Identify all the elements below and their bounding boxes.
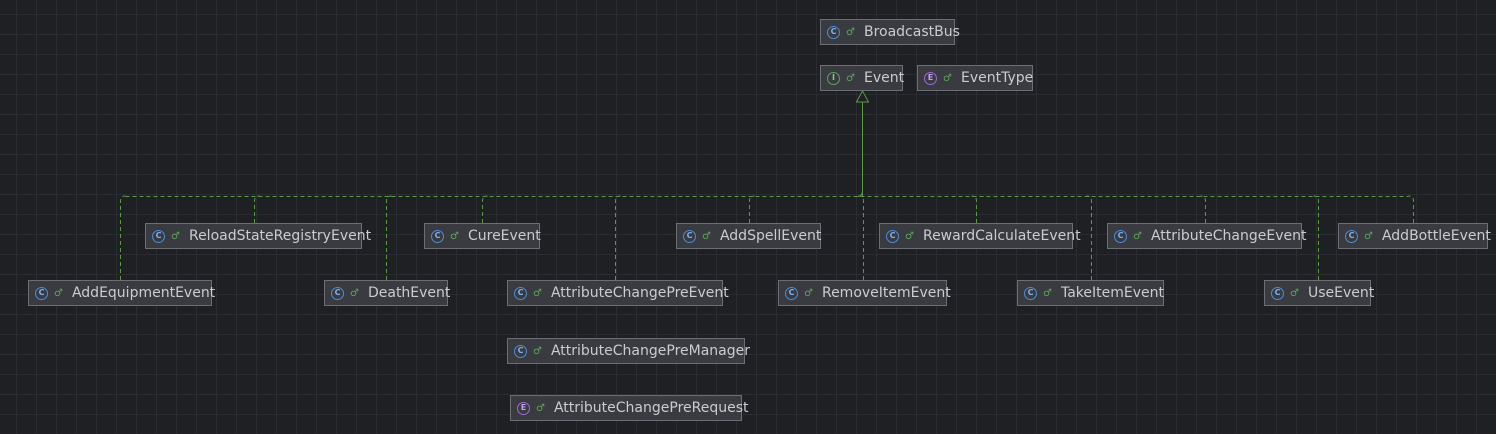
implements-edge-cure-event: [482, 195, 488, 223]
implements-edge-take-item-event: [1086, 195, 1092, 280]
public-visibility-icon: ♂: [533, 287, 542, 299]
node-label: AddEquipmentEvent: [71, 285, 216, 301]
use-event-node[interactable]: C ♂ UseEvent: [1264, 280, 1375, 306]
implements-edge-use-event: [1313, 195, 1319, 280]
cure-event-node[interactable]: C ♂ CureEvent: [424, 223, 541, 249]
reward-calculate-event-node[interactable]: C ♂ RewardCalculateEvent: [879, 223, 1081, 249]
implements-edge-attribute-change-event: [1200, 195, 1206, 223]
public-visibility-icon: ♂: [905, 230, 914, 242]
node-label: Event: [863, 70, 905, 86]
class-icon: C: [431, 229, 444, 243]
attribute-change-event-node[interactable]: C ♂ AttributeChangeEvent: [1107, 223, 1307, 249]
enum-icon: E: [517, 401, 530, 415]
node-label: AddBottleEvent: [1381, 228, 1491, 244]
event-type-node[interactable]: E ♂ EventType: [917, 65, 1033, 91]
class-icon: C: [1271, 286, 1284, 300]
node-label: AttributeChangeEvent: [1150, 228, 1307, 244]
node-label: EventType: [960, 70, 1034, 86]
death-event-node[interactable]: C ♂ DeathEvent: [324, 280, 451, 306]
node-label: RewardCalculateEvent: [922, 228, 1081, 244]
attribute-change-pre-request-node[interactable]: E ♂ AttributeChangePreRequest: [510, 395, 749, 421]
public-visibility-icon: ♂: [846, 26, 855, 38]
implements-edge-junction: [857, 190, 863, 197]
node-label: AttributeChangePreEvent: [550, 285, 729, 301]
reload-state-registry-event-node[interactable]: C ♂ ReloadStateRegistryEvent: [145, 223, 371, 249]
broadcast-bus-node[interactable]: C ♂ BroadcastBus: [820, 19, 960, 45]
class-icon: C: [785, 286, 798, 300]
implements-edge-add-equipment-event: [120, 195, 126, 280]
node-label: BroadcastBus: [863, 24, 960, 40]
implements-edge-remove-item-event: [858, 195, 864, 280]
class-icon: C: [35, 286, 48, 300]
public-visibility-icon: ♂: [533, 345, 542, 357]
public-visibility-icon: ♂: [450, 230, 459, 242]
implements-edge-add-spell-event: [749, 195, 755, 223]
class-icon: C: [152, 229, 165, 243]
node-label: AttributeChangePreRequest: [553, 400, 749, 416]
attribute-change-pre-manager-node[interactable]: C ♂ AttributeChangePreManager: [507, 338, 750, 364]
public-visibility-icon: ♂: [171, 230, 180, 242]
remove-item-event-node[interactable]: C ♂ RemoveItemEvent: [778, 280, 951, 306]
class-icon: C: [827, 25, 840, 39]
implements-edge-reload-state-registry-event: [254, 195, 260, 223]
event-node[interactable]: I ♂ Event: [820, 65, 905, 91]
implements-edge-death-event: [386, 195, 392, 280]
take-item-event-node[interactable]: C ♂ TakeItemEvent: [1017, 280, 1164, 306]
public-visibility-icon: ♂: [1133, 230, 1142, 242]
node-label: TakeItemEvent: [1060, 285, 1164, 301]
interface-icon: I: [827, 71, 840, 85]
implements-edge-add-bottle-event: [1408, 195, 1414, 223]
attribute-change-pre-event-node[interactable]: C ♂ AttributeChangePreEvent: [507, 280, 729, 306]
class-icon: C: [514, 286, 527, 300]
class-icon: C: [886, 229, 899, 243]
add-equipment-event-node[interactable]: C ♂ AddEquipmentEvent: [28, 280, 216, 306]
inheritance-arrowhead: [855, 89, 870, 103]
public-visibility-icon: ♂: [804, 287, 813, 299]
implements-edge-attribute-change-pre-event: [615, 195, 621, 280]
node-label: AttributeChangePreManager: [550, 343, 751, 359]
public-visibility-icon: ♂: [846, 72, 855, 84]
public-visibility-icon: ♂: [1043, 287, 1052, 299]
public-visibility-icon: ♂: [54, 287, 63, 299]
class-icon: C: [331, 286, 344, 300]
public-visibility-icon: ♂: [1290, 287, 1299, 299]
node-label: CureEvent: [467, 228, 541, 244]
node-label: RemoveItemEvent: [821, 285, 951, 301]
add-bottle-event-node[interactable]: C ♂ AddBottleEvent: [1338, 223, 1491, 249]
enum-icon: E: [924, 71, 937, 85]
node-label: AddSpellEvent: [719, 228, 822, 244]
class-icon: C: [514, 344, 527, 358]
add-spell-event-node[interactable]: C ♂ AddSpellEvent: [676, 223, 821, 249]
public-visibility-icon: ♂: [536, 402, 545, 414]
implements-edge-reward-calculate-event: [971, 195, 977, 223]
public-visibility-icon: ♂: [1364, 230, 1373, 242]
class-icon: C: [1024, 286, 1037, 300]
node-label: ReloadStateRegistryEvent: [188, 228, 372, 244]
public-visibility-icon: ♂: [943, 72, 952, 84]
class-icon: C: [1345, 229, 1358, 243]
class-icon: C: [1114, 229, 1127, 243]
public-visibility-icon: ♂: [350, 287, 359, 299]
node-label: UseEvent: [1307, 285, 1375, 301]
node-label: DeathEvent: [367, 285, 451, 301]
class-icon: C: [683, 229, 696, 243]
public-visibility-icon: ♂: [702, 230, 711, 242]
